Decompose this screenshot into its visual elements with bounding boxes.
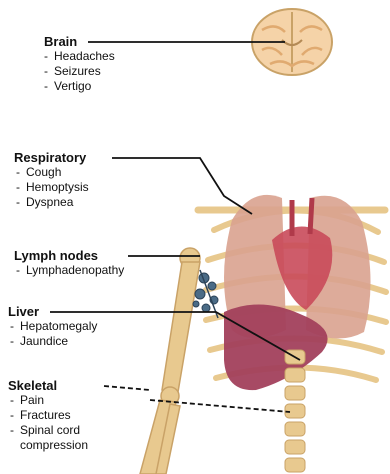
symptom-label: Fractures: [20, 408, 71, 422]
list-item: -Lymphadenopathy: [16, 263, 124, 278]
list-item: -Spinal cord: [10, 423, 88, 438]
arm-bones-illustration: [140, 248, 200, 474]
list-item: -Hepatomegaly: [10, 319, 97, 334]
list-item: -Dyspnea: [16, 195, 89, 210]
symptom-label: Pain: [20, 393, 44, 407]
liver-symptom-list: -Hepatomegaly -Jaundice: [10, 319, 97, 349]
skeletal-title: Skeletal: [8, 378, 88, 393]
list-item: -Jaundice: [10, 334, 97, 349]
symptom-label: Hemoptysis: [26, 180, 89, 194]
symptom-label: Seizures: [54, 64, 101, 78]
respiratory-section: Respiratory -Cough -Hemoptysis -Dyspnea: [14, 150, 89, 210]
list-item: -Pain: [10, 393, 88, 408]
liver-section: Liver -Hepatomegaly -Jaundice: [8, 304, 97, 349]
respiratory-symptom-list: -Cough -Hemoptysis -Dyspnea: [16, 165, 89, 210]
symptom-label: Spinal cord: [20, 423, 80, 437]
skeletal-leader-line: [104, 386, 290, 412]
lymph-nodes-title: Lymph nodes: [14, 248, 124, 263]
liver-title: Liver: [8, 304, 97, 319]
skeletal-section: Skeletal -Pain -Fractures -Spinal cord c…: [8, 378, 88, 453]
brain-title: Brain: [44, 34, 115, 49]
brain-section: Brain -Headaches -Seizures -Vertigo: [44, 34, 115, 94]
symptom-label: Dyspnea: [26, 195, 73, 209]
respiratory-title: Respiratory: [14, 150, 89, 165]
symptom-label: compression: [20, 438, 88, 452]
brain-symptom-list: -Headaches -Seizures -Vertigo: [44, 49, 115, 94]
list-item: compression: [10, 438, 88, 453]
lymph-nodes-section: Lymph nodes -Lymphadenopathy: [14, 248, 124, 278]
symptom-label: Headaches: [54, 49, 115, 63]
list-item: -Seizures: [44, 64, 115, 79]
skeletal-symptom-list: -Pain -Fractures -Spinal cord compressio…: [10, 393, 88, 453]
list-item: -Vertigo: [44, 79, 115, 94]
symptom-label: Hepatomegaly: [20, 319, 97, 333]
respiratory-leader-line: [112, 158, 252, 214]
symptom-label: Cough: [26, 165, 61, 179]
symptom-label: Jaundice: [20, 334, 68, 348]
symptom-label: Lymphadenopathy: [26, 263, 124, 277]
lymph-symptom-list: -Lymphadenopathy: [16, 263, 124, 278]
list-item: -Cough: [16, 165, 89, 180]
symptom-label: Vertigo: [54, 79, 91, 93]
list-item: -Fractures: [10, 408, 88, 423]
list-item: -Hemoptysis: [16, 180, 89, 195]
list-item: -Headaches: [44, 49, 115, 64]
